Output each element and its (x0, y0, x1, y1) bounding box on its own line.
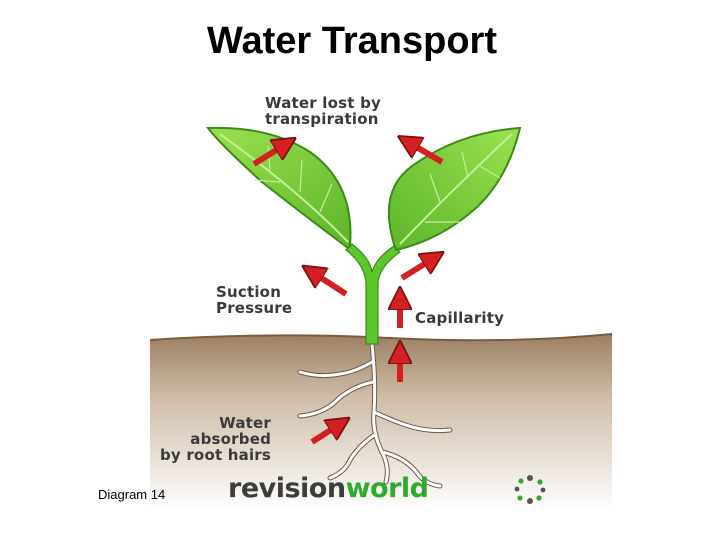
slide-title: Water Transport (0, 20, 704, 63)
suction-pressure-label: Suction Pressure (216, 284, 292, 316)
suction-arrow-left (312, 272, 346, 294)
right-leaf (389, 128, 520, 250)
suction-arrow-right (402, 258, 434, 278)
capillarity-label: Capillarity (415, 310, 504, 326)
logo-dots-icon (510, 474, 550, 504)
revisionworld-logo: revisionworld (228, 474, 428, 504)
logo-text-part2: world (346, 473, 429, 504)
transpiration-label: Water lost by transpiration (265, 95, 381, 127)
stem (346, 244, 400, 344)
root-hairs-label: Water absorbed by root hairs (160, 415, 271, 463)
logo-text-part1: revision (228, 473, 346, 504)
diagram-caption: Diagram 14 (98, 487, 165, 502)
water-transport-diagram: Water lost by transpiration Suction Pres… (150, 82, 620, 510)
